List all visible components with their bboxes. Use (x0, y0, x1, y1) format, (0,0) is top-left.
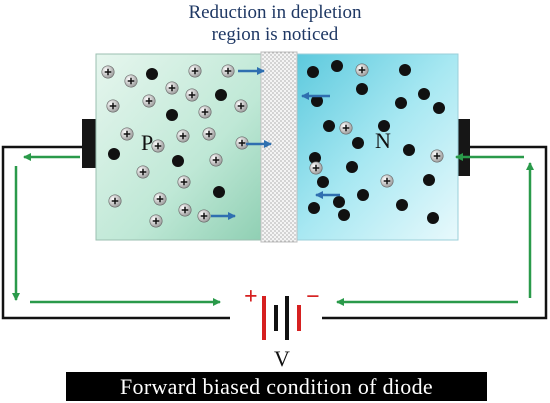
hole-plus-mark (123, 130, 131, 138)
battery-plus-sign: + (244, 284, 258, 310)
p-region-label: P (141, 130, 154, 155)
electron (423, 174, 435, 186)
electron (338, 209, 350, 221)
electron (346, 161, 358, 173)
electron (307, 66, 319, 78)
hole-plus-mark (358, 66, 366, 74)
electron (378, 120, 390, 132)
hole-plus-mark (212, 156, 220, 164)
hole-plus-mark (152, 217, 160, 225)
caption-banner: Forward biased condition of diode (66, 372, 487, 401)
hole-plus-mark (109, 102, 117, 110)
hole-plus-mark (127, 77, 135, 85)
depletion-note-title: Reduction in depletion region is noticed (150, 2, 400, 46)
hole-plus-mark (111, 197, 119, 205)
hole-plus-mark (224, 67, 232, 75)
electron (213, 186, 225, 198)
hole-plus-mark (104, 68, 112, 76)
hole-plus-mark (200, 212, 208, 220)
hole-plus-mark (139, 168, 147, 176)
hole-plus-mark (205, 130, 213, 138)
hole-plus-mark (383, 177, 391, 185)
electron (317, 176, 329, 188)
electron (331, 60, 343, 72)
hole-plus-mark (188, 91, 196, 99)
electron (395, 97, 407, 109)
electron (427, 212, 439, 224)
p-side-contact (82, 119, 97, 168)
hole-plus-mark (342, 124, 350, 132)
hole-plus-mark (154, 142, 162, 150)
hole-plus-mark (312, 164, 320, 172)
electron (403, 144, 415, 156)
electron (309, 152, 321, 164)
electron (399, 64, 411, 76)
hole-plus-mark (179, 132, 187, 140)
voltage-label: V (274, 346, 290, 371)
holes (101, 63, 444, 228)
n-region-label: N (375, 128, 391, 153)
battery-symbol-icon (230, 296, 322, 340)
electron (308, 202, 320, 214)
title-line-2: region is noticed (211, 24, 339, 45)
hole-plus-mark (180, 178, 188, 186)
title-line-1: Reduction in depletion (188, 2, 362, 23)
carrier-arrows (211, 67, 340, 220)
battery-minus-sign: − (306, 284, 320, 310)
hole-plus-mark (145, 97, 153, 105)
hole-plus-mark (168, 84, 176, 92)
current-arrows (12, 153, 534, 306)
electron (172, 155, 184, 167)
electron (108, 148, 120, 160)
hole-plus-mark (156, 195, 164, 203)
electron (311, 95, 323, 107)
electron (352, 137, 364, 149)
hole-plus-mark (201, 108, 209, 116)
hole-plus-mark (191, 67, 199, 75)
electron (396, 199, 408, 211)
electrons (108, 60, 445, 224)
electron (333, 196, 345, 208)
electron (323, 120, 335, 132)
electron (357, 189, 369, 201)
n-region (295, 53, 459, 241)
electron (433, 102, 445, 114)
hole-plus-mark (238, 139, 246, 147)
hole-plus-mark (237, 102, 245, 110)
electron (215, 89, 227, 101)
electron (146, 68, 158, 80)
electron (356, 83, 368, 95)
electron (166, 109, 178, 121)
electron (418, 88, 430, 100)
p-region (95, 53, 263, 241)
hole-plus-mark (433, 152, 441, 160)
hole-plus-mark (181, 206, 189, 214)
depletion-region (260, 51, 298, 243)
n-side-contact (458, 119, 470, 176)
